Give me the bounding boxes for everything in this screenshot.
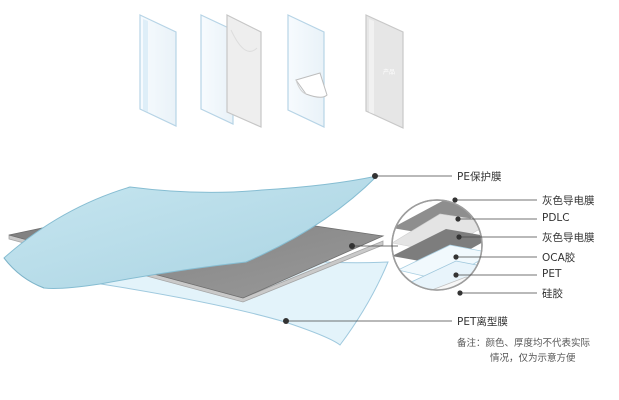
- note-line-1: 备注：颜色、厚度均不代表实际: [457, 338, 591, 349]
- dot-pe-film: [372, 173, 378, 179]
- leader-lines: [286, 175, 537, 322]
- pe-protective-film-layer: [3, 175, 379, 289]
- note-line-2: 情况，仅为示意方便: [490, 353, 576, 364]
- dot-gray-film-bottom: [456, 234, 462, 240]
- label-pet-release-film: PET离型膜: [457, 316, 508, 328]
- sample-pane-4: 产品: [365, 14, 404, 129]
- dot-pdlc: [455, 216, 461, 222]
- sample-pane-3-peeling: [287, 14, 328, 128]
- dot-pet: [453, 272, 459, 278]
- label-pe-protective-film: PE保护膜: [457, 171, 502, 183]
- label-gray-conductive-film-top: 灰色导电膜: [542, 195, 595, 207]
- dot-release-film: [283, 318, 289, 324]
- label-gray-conductive-film-bottom: 灰色导电膜: [542, 232, 595, 244]
- dot-oca: [453, 254, 459, 260]
- label-silicone: 硅胶: [542, 288, 563, 300]
- leader-dots: [283, 173, 463, 324]
- label-pdlc: PDLC: [542, 212, 570, 224]
- label-oca-glue: OCA胶: [542, 252, 576, 264]
- dot-silicone: [457, 290, 463, 296]
- sample-pane-2: [200, 14, 262, 128]
- label-pet: PET: [542, 268, 562, 280]
- sample-product-text: 产品: [383, 68, 395, 76]
- zoom-detail-circle: [391, 199, 483, 291]
- dot-gray-film-top: [452, 197, 458, 203]
- sample-pane-1: [139, 14, 177, 127]
- dot-stack: [349, 243, 355, 249]
